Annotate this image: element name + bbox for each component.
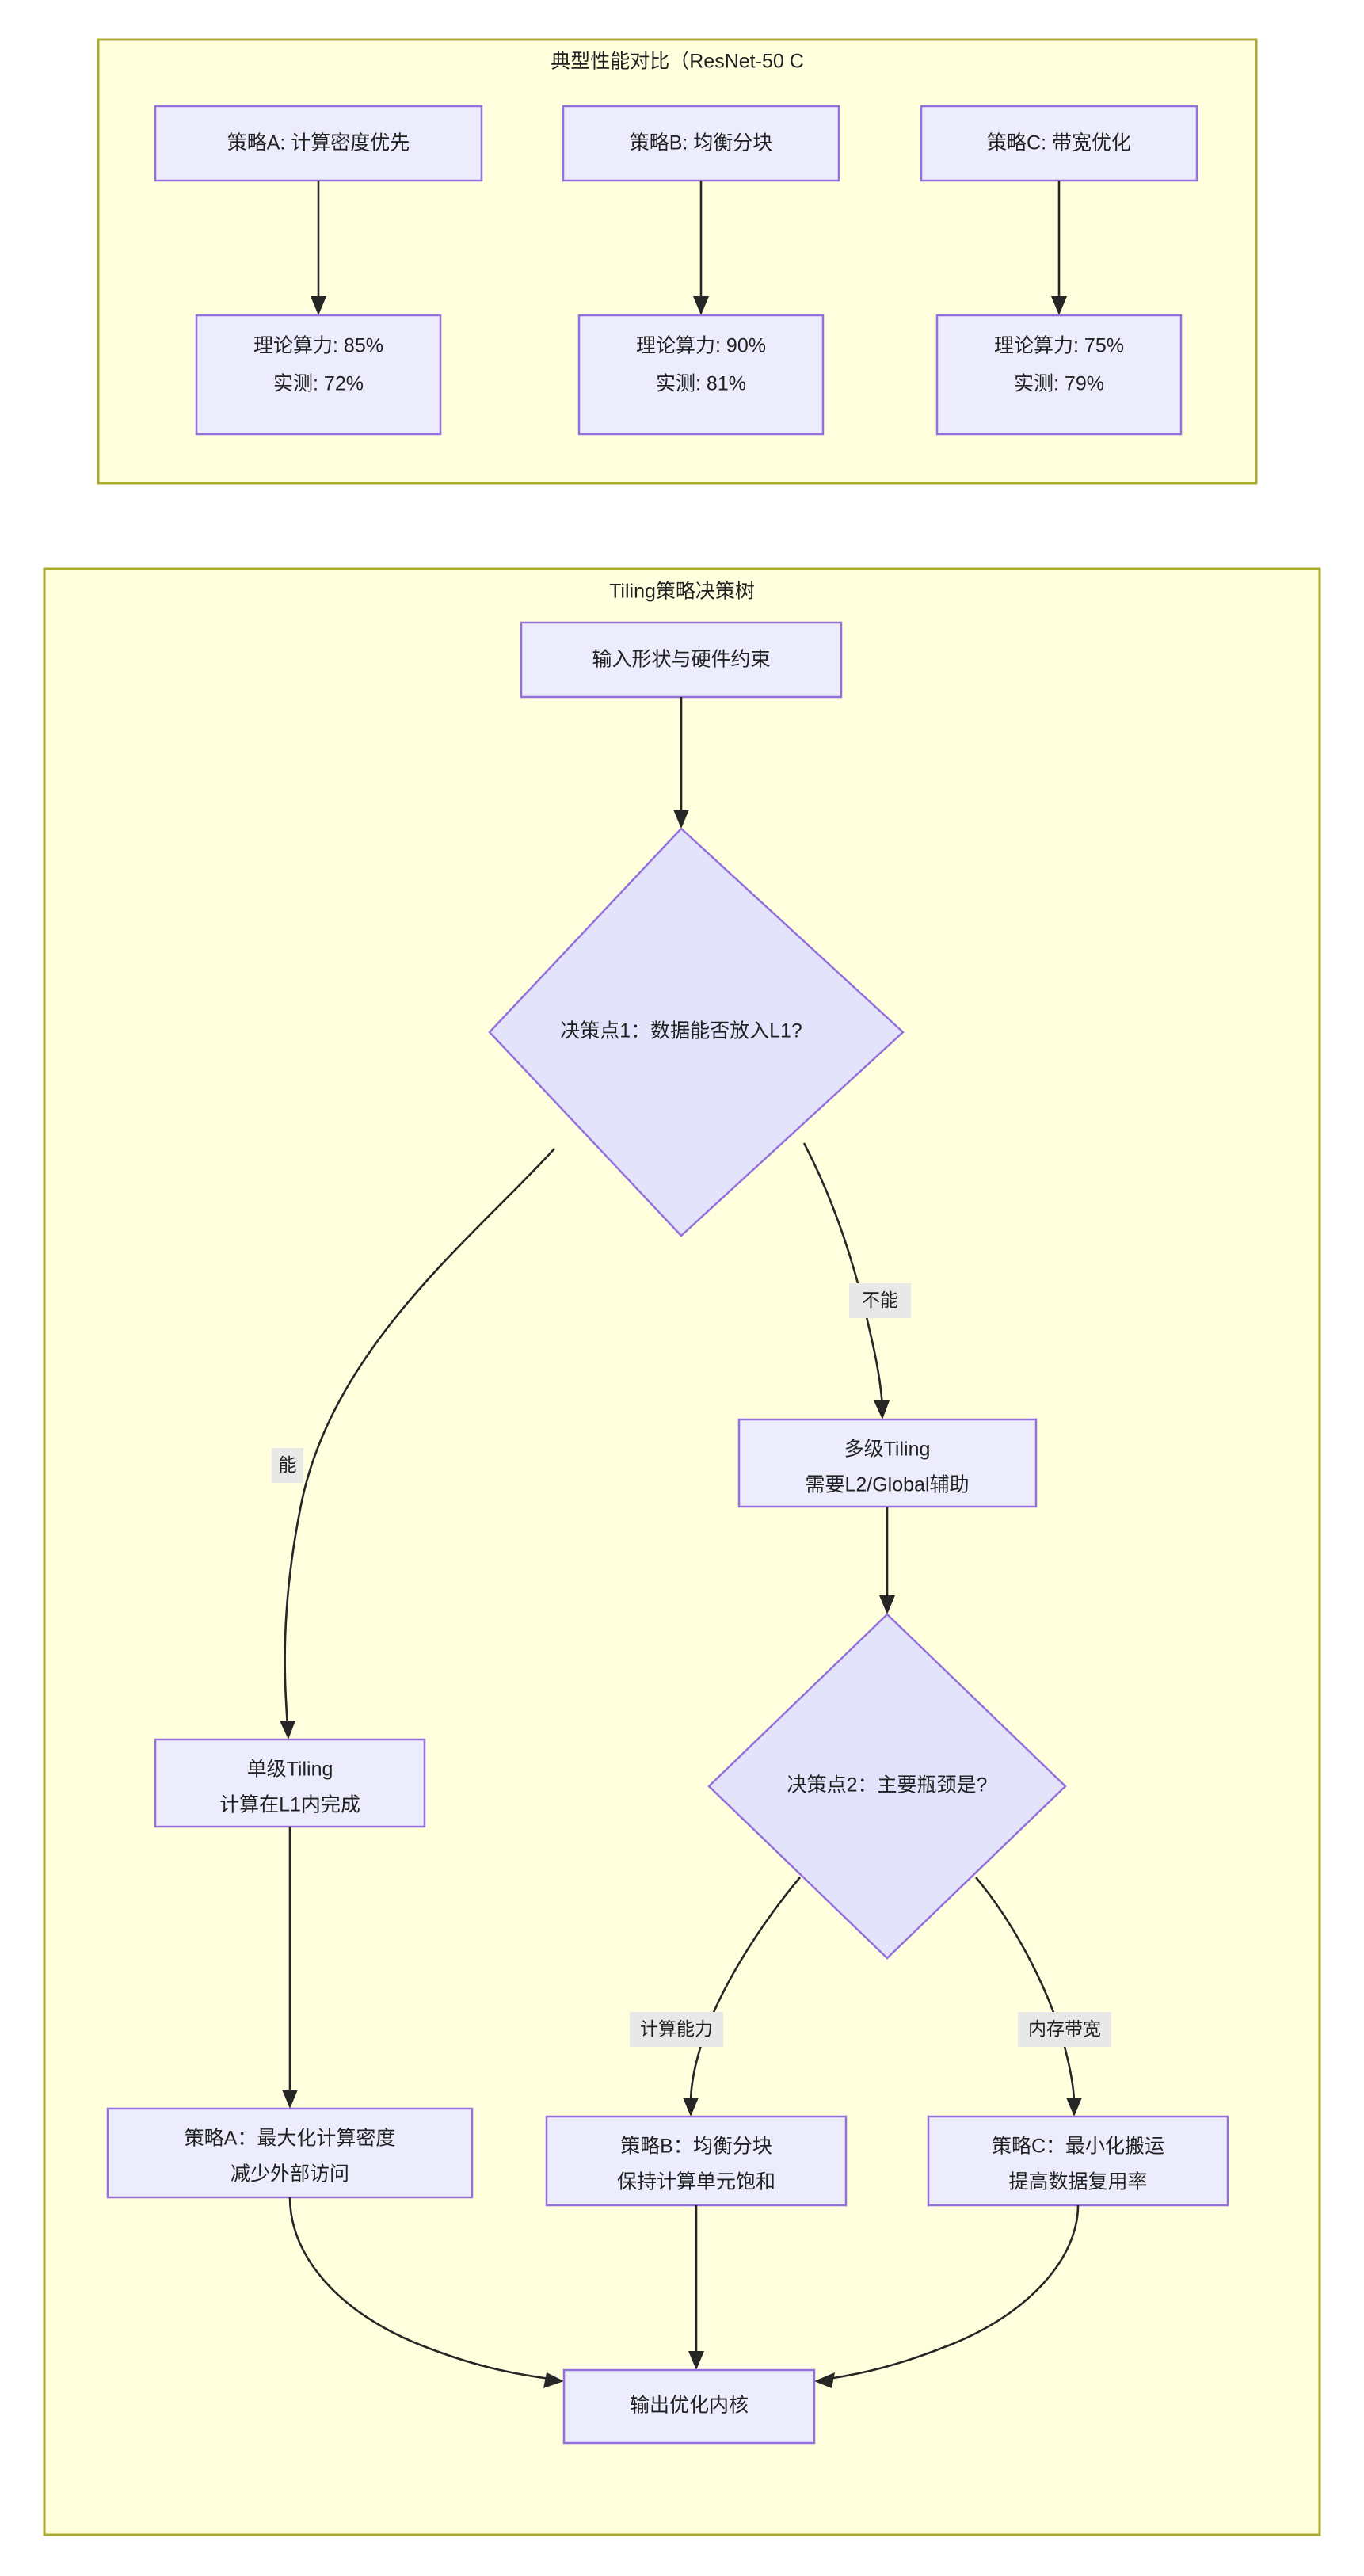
strategy-b-result-line1: 理论算力: 90% [636, 335, 766, 357]
strategy-b-result-box[interactable] [577, 314, 825, 436]
strategy-a-result-line1: 理论算力: 85% [253, 335, 383, 357]
strategy-a-header-box[interactable] [154, 105, 483, 182]
edge-label-compute: 计算能力 [640, 2018, 713, 2039]
final-strategy-c-line2: 提高数据复用率 [1008, 2171, 1147, 2193]
edge-multi-to-decision2 [879, 1507, 895, 1614]
edge-strategy-a-to-result [311, 181, 326, 315]
final-strategy-b-line1: 策略B：均衡分块 [620, 2136, 772, 2158]
final-strategy-b-line2: 保持计算单元饱和 [617, 2171, 775, 2193]
strategy-c-header-box[interactable] [920, 105, 1198, 182]
node-strategy-a-result[interactable]: 理论算力: 85% 实测: 72% [195, 314, 442, 436]
final-strategy-c-line1: 策略C：最小化搬运 [992, 2136, 1164, 2158]
multi-level-tiling-line1: 多级Tiling [844, 1439, 931, 1461]
cluster-performance-title: 典型性能对比（ResNet-50 C [551, 51, 804, 73]
single-level-tiling-box[interactable] [154, 1738, 426, 1828]
node-strategy-c-header[interactable]: 策略C: 带宽优化 [920, 105, 1198, 182]
node-decision1[interactable]: 决策点1：数据能否放入L1? [488, 827, 905, 1237]
edge-strategy-c-to-output [814, 2204, 1080, 2388]
final-strategy-a-box[interactable] [106, 2107, 474, 2199]
node-final-strategy-b[interactable]: 策略B：均衡分块 保持计算单元饱和 [545, 2115, 848, 2207]
edge-label-compute-bg [630, 2012, 723, 2047]
final-strategy-a-line1: 策略A：最大化计算密度 [185, 2128, 396, 2150]
node-input-shape-constraints[interactable]: 输入形状与硬件约束 [520, 621, 843, 699]
final-strategy-a-line2: 减少外部访问 [231, 2163, 349, 2185]
strategy-c-result-line1: 理论算力: 75% [994, 335, 1124, 357]
decision1-diamond[interactable] [488, 827, 905, 1237]
node-strategy-b-header[interactable]: 策略B: 均衡分块 [562, 105, 840, 182]
strategy-a-result-line2: 实测: 72% [273, 373, 364, 395]
single-level-tiling-line1: 单级Tiling [247, 1759, 333, 1781]
edge-start-to-decision1 [673, 697, 689, 829]
edge-strategy-c-to-result [1051, 181, 1067, 315]
multi-level-tiling-box[interactable] [737, 1418, 1038, 1508]
node-strategy-c-result[interactable]: 理论算力: 75% 实测: 79% [935, 314, 1183, 436]
output-kernel-box[interactable] [562, 2368, 816, 2445]
node-decision2[interactable]: 决策点2：主要瓶颈是? [707, 1613, 1067, 1960]
strategy-a-result-box[interactable] [195, 314, 442, 436]
strategy-c-header-label: 策略C: 带宽优化 [987, 132, 1131, 154]
node-multi-level-tiling[interactable]: 多级Tiling 需要L2/Global辅助 [737, 1418, 1038, 1508]
node-output-kernel[interactable]: 输出优化内核 [562, 2368, 816, 2445]
input-shape-label: 输入形状与硬件约束 [592, 649, 770, 671]
cluster-tree-title: Tiling策略决策树 [609, 581, 755, 603]
edge-label-no: 不能 [862, 1290, 898, 1310]
strategy-c-result-box[interactable] [935, 314, 1183, 436]
output-kernel-label: 输出优化内核 [630, 2395, 749, 2417]
edge-label-no-bg [849, 1283, 911, 1318]
edge-strategy-a-to-output [288, 2197, 564, 2388]
strategy-b-header-box[interactable] [562, 105, 840, 182]
edge-decision2-to-strategy-c: 内存带宽 [975, 1877, 1111, 2117]
edge-strategy-b-to-result [693, 181, 709, 315]
node-final-strategy-c[interactable]: 策略C：最小化搬运 提高数据复用率 [927, 2115, 1229, 2207]
node-strategy-b-result[interactable]: 理论算力: 90% 实测: 81% [577, 314, 825, 436]
decision2-diamond[interactable] [707, 1613, 1067, 1960]
strategy-c-result-line2: 实测: 79% [1014, 373, 1104, 395]
edge-label-yes: 能 [279, 1454, 297, 1475]
single-level-tiling-line2: 计算在L1内完成 [219, 1794, 360, 1816]
cluster-performance-comparison: 典型性能对比（ResNet-50 C 策略A: 计算密度优先 策略B: 均衡分块… [97, 38, 1258, 485]
edge-strategy-b-to-output [688, 2205, 704, 2370]
edge-decision2-to-strategy-b: 计算能力 [630, 1877, 801, 2117]
edge-decision1-to-single: 能 [272, 1148, 555, 1740]
decision1-label: 决策点1：数据能否放入L1? [560, 1020, 802, 1042]
edge-label-bandwidth-bg [1018, 2012, 1111, 2047]
edge-label-bandwidth: 内存带宽 [1028, 2018, 1101, 2039]
node-strategy-a-header[interactable]: 策略A: 计算密度优先 [154, 105, 483, 182]
node-single-level-tiling[interactable]: 单级Tiling 计算在L1内完成 [154, 1738, 426, 1828]
cluster-tiling-decision-tree: Tiling策略决策树 输入形状与硬件约束 决策点1：数据能否放入L1? [43, 567, 1321, 2536]
strategy-b-result-line2: 实测: 81% [656, 373, 746, 395]
multi-level-tiling-line2: 需要L2/Global辅助 [805, 1474, 969, 1496]
edge-single-to-strategy-a [282, 1827, 298, 2109]
strategy-b-header-label: 策略B: 均衡分块 [630, 132, 773, 154]
edge-label-yes-bg [272, 1448, 303, 1483]
strategy-a-header-label: 策略A: 计算密度优先 [227, 132, 410, 154]
decision2-label: 决策点2：主要瓶颈是? [787, 1774, 988, 1797]
edge-decision1-to-multi: 不能 [802, 1142, 911, 1419]
node-final-strategy-a[interactable]: 策略A：最大化计算密度 减少外部访问 [106, 2107, 474, 2199]
final-strategy-c-box[interactable] [927, 2115, 1229, 2207]
